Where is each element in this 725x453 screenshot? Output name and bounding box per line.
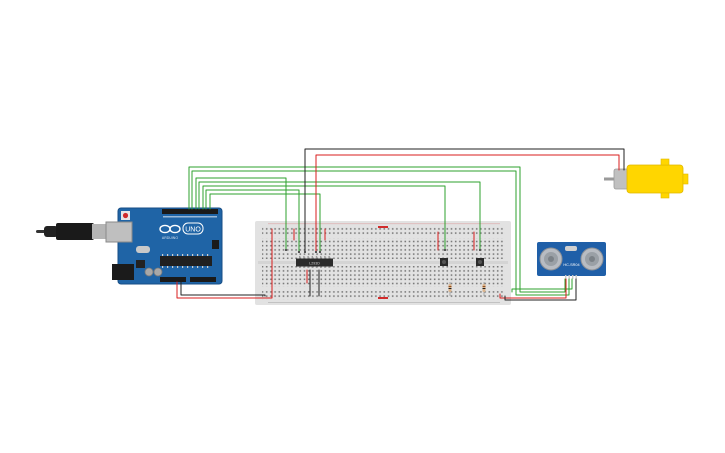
wire-red-motor[interactable] [315, 154, 620, 253]
l293d-chip-body [296, 258, 333, 267]
atmega-chip [160, 256, 212, 266]
bottom-power-rail-holes [262, 291, 505, 300]
bottom-rail-black-line [268, 302, 500, 303]
wire-green[interactable] [188, 166, 566, 293]
usb-cable [36, 223, 108, 240]
motor-shaft [604, 177, 616, 181]
reset-button-cap[interactable] [122, 212, 129, 219]
motor-axle-tab [660, 192, 670, 199]
arduino-infinity-icon [159, 224, 181, 234]
resistor-1[interactable] [448, 282, 452, 296]
l293d-motor-driver-ic[interactable]: L293D [296, 256, 333, 268]
wire-green[interactable] [511, 278, 573, 293]
wire-green[interactable] [202, 185, 446, 251]
usb-cable-wire [36, 230, 46, 233]
wire-black-sensor[interactable] [504, 278, 577, 301]
push-button-2[interactable] [476, 258, 484, 266]
usb-cable-strain-relief [44, 226, 58, 237]
wire-green[interactable] [209, 193, 321, 253]
voltage-regulator [136, 260, 145, 268]
wire-black-motor[interactable] [304, 148, 625, 253]
bottom-terminal-holes [262, 266, 505, 287]
top-rail-red-line [268, 223, 500, 225]
breadboard-center-channel [258, 261, 508, 264]
breadboard[interactable] [255, 221, 511, 305]
arduino-power-jack [112, 264, 134, 280]
uno-logo-box [182, 222, 204, 235]
sensor-crystal [565, 246, 577, 251]
arduino-brand-text: ARDUINO [162, 236, 178, 240]
digital-header [162, 209, 218, 214]
top-power-rail-holes [262, 226, 505, 235]
dc-gear-motor-icon [626, 164, 684, 194]
usb-cable-plug [56, 223, 94, 240]
uno-logo-text: UNO [185, 227, 201, 234]
motor-can [613, 168, 629, 190]
l293d-label: L293D [309, 262, 320, 266]
sensor-label: HC-SR04 [563, 263, 579, 267]
resistor-2[interactable] [482, 282, 486, 296]
sensor-pin-trig [568, 275, 570, 279]
usb-connector-metal [92, 224, 108, 239]
rail-marker [378, 226, 388, 228]
hc-sr04-ultrasonic-sensor[interactable]: HC-SR04 [537, 242, 606, 279]
arduino-usb-port [105, 221, 133, 243]
top-terminal-holes [262, 238, 505, 259]
wires [176, 148, 625, 301]
crystal-oscillator [136, 246, 150, 253]
wire-endpoints [285, 249, 481, 253]
wire-green[interactable] [198, 181, 481, 251]
wire-red-power[interactable] [176, 228, 273, 299]
sensor-pin-vcc [565, 275, 567, 279]
capacitor-2 [153, 267, 163, 277]
wire-green[interactable] [195, 177, 287, 251]
rail-marker [378, 297, 388, 299]
icsp-header [212, 240, 219, 249]
analog-header [190, 277, 216, 282]
wire-green[interactable] [205, 189, 300, 253]
wire-black-ground[interactable] [180, 281, 266, 297]
arduino-uno-board[interactable]: UNO ARDUINO [105, 207, 223, 285]
wire-green[interactable] [191, 170, 570, 296]
power-header [160, 277, 186, 282]
wire-red-sensor[interactable] [499, 278, 567, 299]
push-button-1[interactable] [440, 258, 448, 266]
sensor-pin-gnd [575, 275, 577, 279]
dc-gear-motor[interactable] [604, 158, 689, 199]
sensor-pin-echo [572, 275, 574, 279]
motor-axle-tab [660, 158, 670, 166]
capacitor-1 [144, 267, 154, 277]
